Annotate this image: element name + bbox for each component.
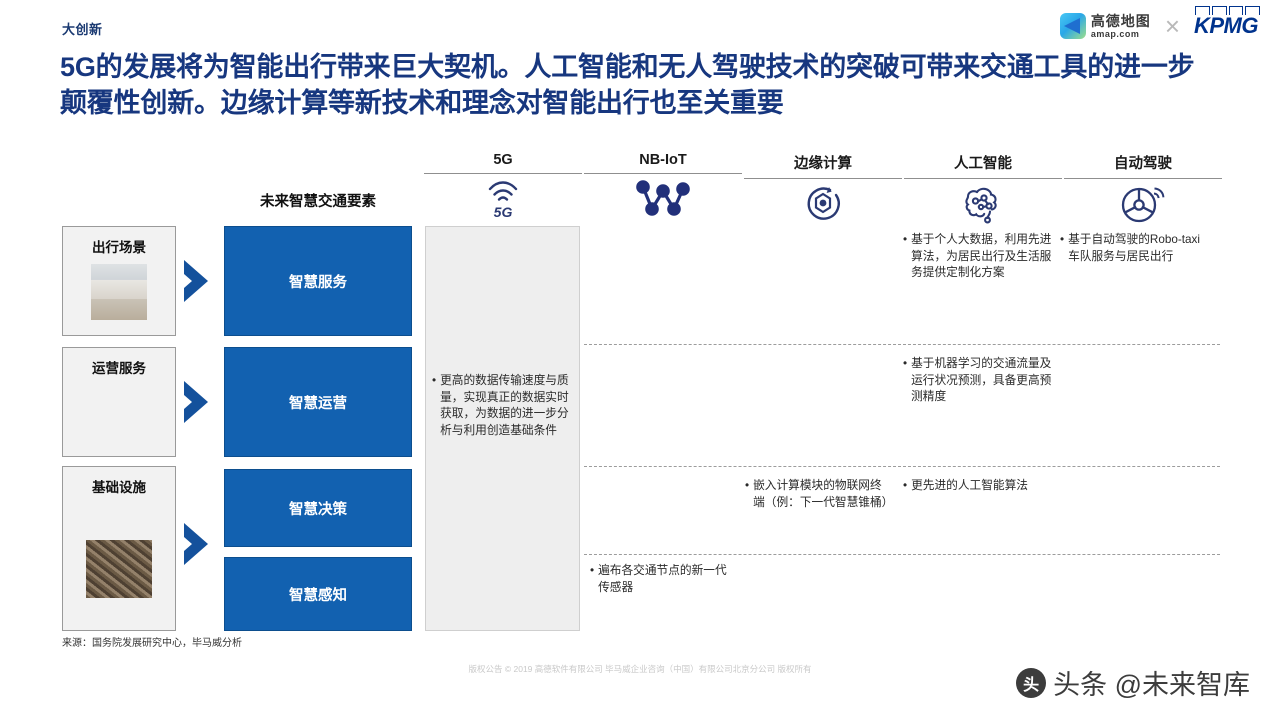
scene-label: 基础设施 [92, 480, 146, 495]
column-rule [424, 173, 582, 174]
matrix-cell-ai-operations: 基于机器学习的交通流量及运行状况预测，具备更高预测精度 [903, 356, 1053, 406]
matrix-cell-ai-decision: 更先进的人工智能算法 [903, 478, 1053, 495]
column-rule [1064, 178, 1222, 179]
column-rule [744, 178, 902, 179]
cell-text: 基于自动驾驶的Robo-taxi车队服务与居民出行 [1068, 233, 1200, 263]
column-label: 人工智能 [954, 156, 1012, 172]
cell-text: 更高的数据传输速度与质量，实现真正的数据实时获取，为数据的进一步分析与利用创造基… [440, 374, 569, 437]
steering-wheel-icon [1064, 179, 1222, 227]
traffic-cones-photo [91, 385, 147, 441]
column-label: NB-IoT [639, 152, 687, 168]
cable-bundle-photo [86, 540, 152, 598]
column-label: 边缘计算 [794, 156, 852, 172]
svg-text:5G: 5G [494, 204, 513, 219]
network-nodes-icon [584, 174, 742, 222]
kpmg-bars-icon [1195, 6, 1260, 15]
watermark-badge-icon: 头 [1016, 667, 1047, 698]
watermark-text: 头条 @未来智库 [1053, 670, 1250, 700]
capability-box-smart-sensing[interactable]: 智慧感知 [224, 557, 412, 631]
column-rule [904, 178, 1062, 179]
matrix-cell-nbiot-sensing: 遍布各交通节点的新一代传感器 [590, 563, 738, 596]
capability-box-smart-operations[interactable]: 智慧运营 [224, 347, 412, 457]
column-label: 自动驾驶 [1114, 156, 1172, 172]
cell-text: 基于机器学习的交通流量及运行状况预测，具备更高预测精度 [911, 357, 1052, 404]
column-header-5g: 5G 5G [424, 152, 582, 222]
scene-card-operations[interactable]: 运营服务 [62, 347, 176, 457]
amap-mark-icon [1059, 13, 1086, 39]
kpmg-logo-text: KPMG [1194, 13, 1259, 38]
capability-box-smart-service[interactable]: 智慧服务 [224, 226, 412, 336]
scene-card-infrastructure[interactable]: 基础设施 [62, 466, 176, 631]
column-header-ai: 人工智能 [904, 152, 1062, 227]
column-label: 5G [493, 152, 513, 168]
cross-icon: × [1164, 11, 1180, 41]
scene-label: 运营服务 [92, 361, 146, 376]
cell-text: 基于个人大数据，利用先进算法，为居民出行及生活服务提供定制化方案 [911, 233, 1052, 280]
row-divider-1 [584, 344, 1220, 345]
scene-card-travel[interactable]: 出行场景 [62, 226, 176, 336]
copyright-note: 版权公告 © 2019 高德软件有限公司 毕马威企业咨询（中国）有限公司北京分公… [468, 664, 812, 674]
cell-text: 遍布各交通节点的新一代传感器 [598, 564, 727, 594]
cell-text: 嵌入计算模块的物联网终端（例：下一代智慧锥桶） [753, 479, 894, 509]
column-header-nbiot: NB-IoT [584, 152, 742, 222]
amap-logo: 高德地图 amap.com [1059, 12, 1151, 39]
person-at-kiosk-photo [91, 264, 147, 320]
arrow-icon-infrastructure [182, 521, 212, 567]
elements-header: 未来智慧交通要素 [260, 194, 376, 210]
page-title: 5G的发展将为智能出行带来巨大契机。人工智能和无人驾驶技术的突破可带来交通工具的… [60, 52, 1195, 118]
edge-compute-icon [744, 179, 902, 227]
scene-label: 出行场景 [92, 240, 146, 255]
kpmg-logo: KPMG [1194, 6, 1260, 39]
column-header-edge-computing: 边缘计算 [744, 152, 902, 227]
column-header-autonomous-driving: 自动驾驶 [1064, 152, 1222, 227]
page-kicker: 大创新 [62, 22, 103, 37]
row-divider-3 [584, 554, 1220, 555]
row-divider-2 [584, 466, 1220, 467]
matrix-cell-5g-text: 更高的数据传输速度与质量，实现真正的数据实时获取，为数据的进一步分析与利用创造基… [432, 373, 575, 439]
capability-box-smart-decision[interactable]: 智慧决策 [224, 469, 412, 547]
logo-group: 高德地图 amap.com × KPMG [1059, 6, 1260, 41]
matrix-cell-ai-service: 基于个人大数据，利用先进算法，为居民出行及生活服务提供定制化方案 [903, 232, 1053, 282]
brain-icon [904, 179, 1062, 227]
amap-logo-cn: 高德地图 [1090, 12, 1151, 29]
matrix-cell-auto-service: 基于自动驾驶的Robo-taxi车队服务与居民出行 [1060, 232, 1210, 265]
watermark: 头 头条 @未来智库 [1016, 663, 1250, 702]
cell-text: 更先进的人工智能算法 [911, 479, 1028, 492]
matrix-cell-edge-decision: 嵌入计算模块的物联网终端（例：下一代智慧锥桶） [745, 478, 893, 511]
arrow-icon-operations [182, 379, 212, 425]
source-note: 来源：国务院发展研究中心，毕马威分析 [62, 638, 242, 649]
wifi-5g-icon: 5G [424, 174, 582, 222]
arrow-icon-travel [182, 258, 212, 304]
column-rule [584, 173, 742, 174]
amap-logo-en: amap.com [1090, 28, 1140, 39]
